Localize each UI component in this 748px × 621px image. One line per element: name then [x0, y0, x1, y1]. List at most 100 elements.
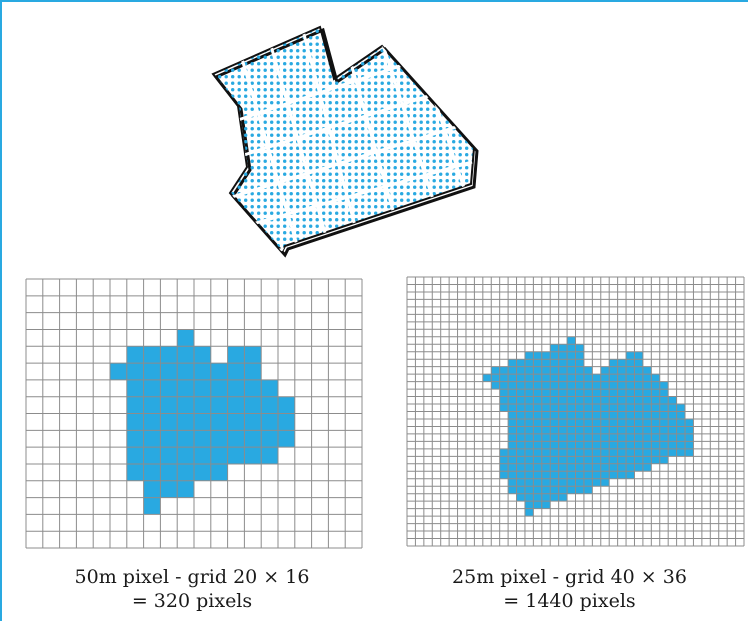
filled-pixel	[533, 389, 541, 396]
filled-pixel	[634, 441, 642, 448]
filled-pixel	[618, 464, 626, 471]
filled-pixel	[550, 404, 558, 411]
filled-pixel	[517, 367, 525, 374]
filled-pixel	[601, 397, 609, 404]
filled-pixel	[533, 374, 541, 381]
filled-pixel	[508, 397, 516, 404]
filled-pixel	[601, 479, 609, 486]
filled-pixel	[660, 389, 668, 396]
filled-pixel	[127, 430, 144, 447]
filled-pixel	[500, 374, 508, 381]
filled-pixel	[508, 426, 516, 433]
filled-pixel	[517, 494, 525, 501]
filled-pixel	[609, 374, 617, 381]
filled-pixel	[576, 367, 584, 374]
filled-pixel	[668, 426, 676, 433]
filled-pixel	[567, 486, 575, 493]
filled-pixel	[643, 412, 651, 419]
caption-25m-line2: = 1440 pixels	[397, 589, 742, 613]
filled-pixel	[517, 397, 525, 404]
filled-pixel	[550, 494, 558, 501]
filled-pixel	[500, 464, 508, 471]
filled-pixel	[643, 374, 651, 381]
filled-pixel	[177, 464, 194, 481]
filled-pixel	[677, 412, 685, 419]
filled-pixel	[559, 456, 567, 463]
filled-pixel	[525, 397, 533, 404]
filled-pixel	[576, 464, 584, 471]
filled-pixel	[651, 404, 659, 411]
filled-pixel	[677, 426, 685, 433]
filled-pixel	[127, 380, 144, 397]
filled-pixel	[559, 426, 567, 433]
filled-pixel	[542, 449, 550, 456]
filled-pixel	[533, 449, 541, 456]
filled-pixel	[601, 426, 609, 433]
filled-pixel	[144, 380, 161, 397]
filled-pixel	[651, 389, 659, 396]
filled-pixel	[542, 404, 550, 411]
filled-pixel	[576, 479, 584, 486]
filled-pixel	[550, 352, 558, 359]
filled-pixel	[584, 412, 592, 419]
filled-pixel	[626, 449, 634, 456]
filled-pixel	[559, 494, 567, 501]
filled-pixel	[517, 434, 525, 441]
filled-pixel	[160, 414, 177, 431]
filled-pixel	[576, 412, 584, 419]
filled-pixel	[609, 464, 617, 471]
filled-pixel	[550, 397, 558, 404]
filled-pixel	[660, 434, 668, 441]
filled-pixel	[177, 380, 194, 397]
filled-pixel	[567, 434, 575, 441]
filled-pixel	[634, 464, 642, 471]
filled-pixel	[584, 382, 592, 389]
filled-pixel	[508, 359, 516, 366]
filled-pixel	[542, 426, 550, 433]
filled-pixel	[626, 412, 634, 419]
filled-pixel	[626, 404, 634, 411]
filled-pixel	[559, 434, 567, 441]
filled-pixel	[559, 479, 567, 486]
filled-pixel	[634, 456, 642, 463]
filled-pixel	[609, 382, 617, 389]
filled-pixel	[660, 382, 668, 389]
filled-pixel	[228, 414, 245, 431]
caption-50m: 50m pixel - grid 20 × 16 = 320 pixels	[22, 565, 362, 613]
filled-pixel	[576, 404, 584, 411]
filled-pixel	[550, 382, 558, 389]
filled-pixel	[567, 344, 575, 351]
filled-pixel	[592, 456, 600, 463]
filled-pixel	[634, 382, 642, 389]
filled-pixel	[609, 441, 617, 448]
filled-pixel	[592, 471, 600, 478]
filled-pixel	[525, 419, 533, 426]
filled-pixel	[542, 352, 550, 359]
filled-pixel	[660, 412, 668, 419]
filled-pixel	[533, 464, 541, 471]
filled-pixel	[550, 419, 558, 426]
filled-pixel	[508, 456, 516, 463]
filled-pixel	[601, 382, 609, 389]
filled-pixel	[584, 419, 592, 426]
filled-pixel	[525, 509, 533, 516]
filled-pixel	[244, 447, 261, 464]
filled-pixel	[634, 367, 642, 374]
filled-pixel	[584, 449, 592, 456]
filled-pixel	[542, 494, 550, 501]
caption-25m: 25m pixel - grid 40 × 36 = 1440 pixels	[397, 565, 742, 613]
filled-pixel	[609, 359, 617, 366]
filled-pixel	[517, 426, 525, 433]
filled-pixel	[508, 479, 516, 486]
filled-pixel	[550, 367, 558, 374]
filled-pixel	[576, 352, 584, 359]
filled-pixel	[668, 434, 676, 441]
filled-pixel	[609, 456, 617, 463]
filled-pixel	[559, 352, 567, 359]
filled-pixel	[677, 441, 685, 448]
filled-pixel	[533, 382, 541, 389]
filled-pixel	[660, 404, 668, 411]
filled-pixel	[533, 419, 541, 426]
filled-pixel	[491, 382, 499, 389]
